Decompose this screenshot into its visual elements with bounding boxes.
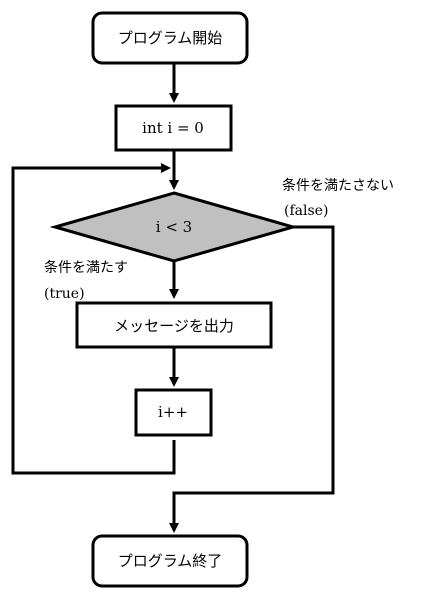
arrow-false-branch	[169, 225, 335, 533]
increment-node-label: i++	[158, 403, 188, 421]
true-branch-label: 条件を満たす	[44, 259, 128, 276]
start-node: プログラム開始	[91, 11, 249, 65]
increment-node: i++	[134, 388, 213, 437]
start-node-label: プログラム開始	[118, 29, 223, 47]
output-node-label: メッセージを出力	[114, 317, 234, 335]
false-branch-label: 条件を満たさない	[282, 177, 394, 194]
true-branch-value: (true)	[44, 286, 85, 302]
arrow-loop-back	[11, 163, 176, 475]
output-node: メッセージを出力	[75, 301, 273, 349]
condition-node-label: i < 3	[156, 218, 192, 236]
end-node-label: プログラム終了	[118, 552, 223, 570]
init-node: int i = 0	[114, 104, 233, 152]
false-branch-value: (false)	[284, 203, 328, 219]
init-node-label: int i = 0	[142, 119, 204, 137]
condition-node: i < 3	[49, 191, 299, 263]
end-node: プログラム終了	[91, 534, 249, 588]
